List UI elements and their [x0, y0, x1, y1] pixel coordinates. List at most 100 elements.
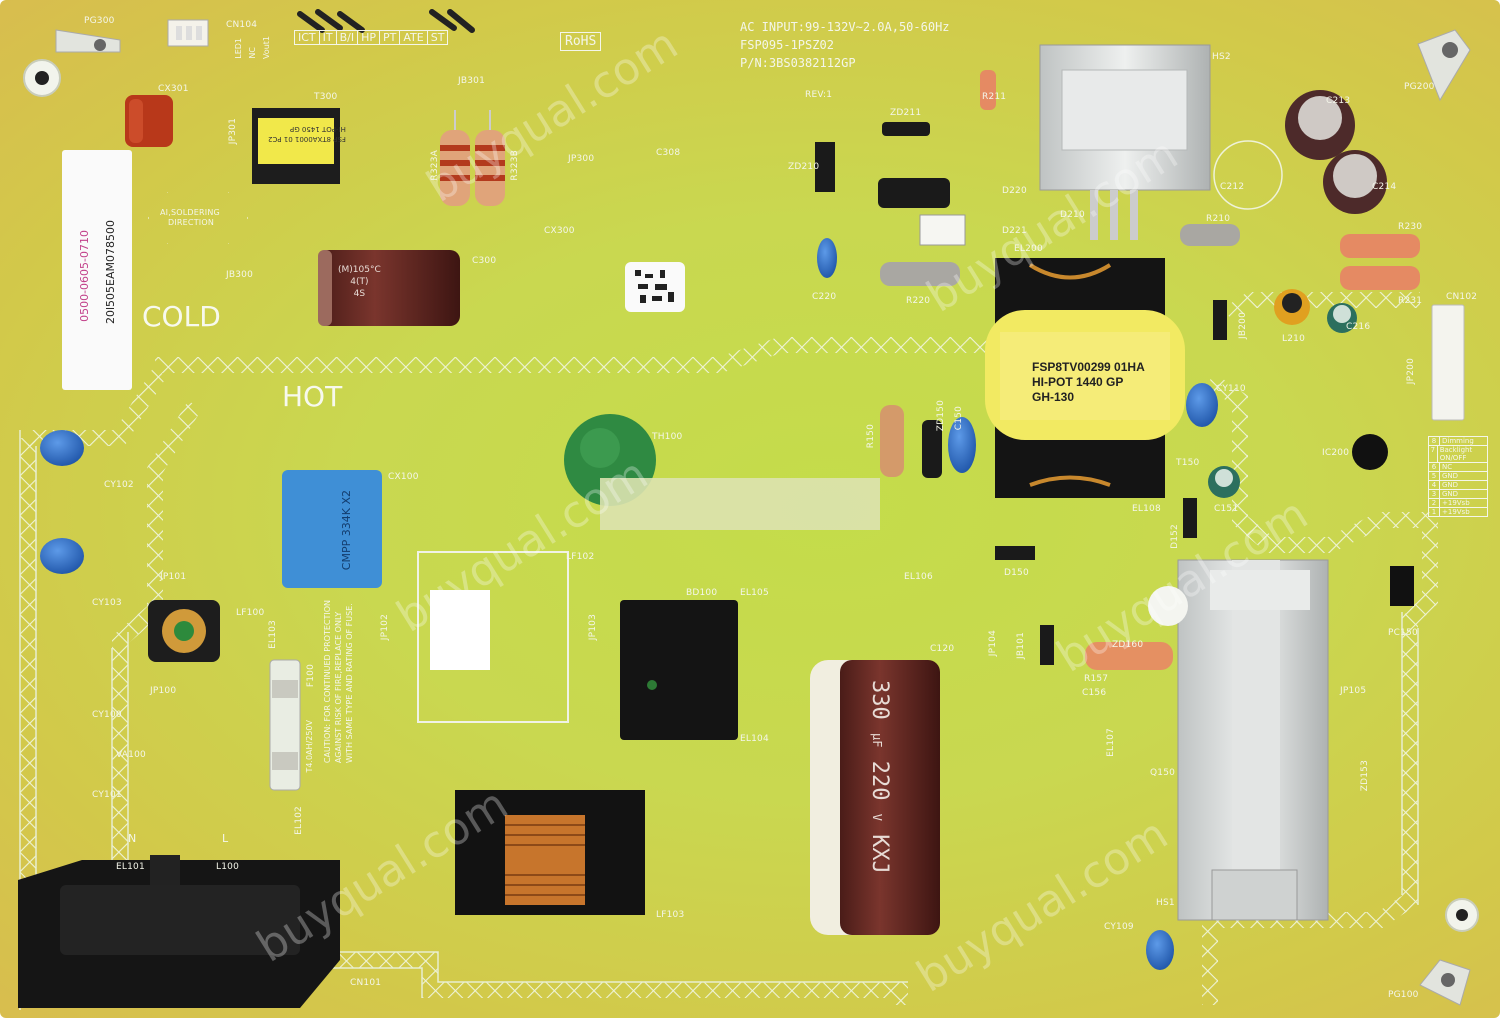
cn104-pin-1: Vout1	[262, 36, 272, 60]
lf102-outline	[417, 551, 569, 723]
pc150-optocoupler	[1390, 566, 1414, 606]
t300-label: FSP 8TXA0001 01 PC2 HI-POT 1450 GP	[268, 124, 346, 144]
c300-line-2: 4(T)	[350, 277, 369, 287]
r230-r231-resistors	[880, 70, 1420, 290]
tp-it: IT	[320, 31, 337, 44]
revision-label: REV:1	[805, 90, 833, 100]
mounting-holes	[23, 29, 1479, 1006]
refdes-zd160: ZD160	[1112, 640, 1144, 650]
part-number: P/N:3BS0382112GP	[740, 56, 856, 70]
fuse-rating: T4.0AH/250V	[305, 720, 314, 773]
t300-transformer	[252, 108, 340, 184]
refdes-bd100: BD100	[686, 588, 718, 598]
transformer-line-2: HI-POT 1440 GP	[1032, 375, 1124, 389]
refdes-c220: C220	[812, 292, 837, 302]
r323-resistors	[440, 110, 505, 206]
refdes-c212: C212	[1220, 182, 1245, 192]
refdes-cy102: CY102	[104, 480, 134, 490]
refdes-jp300: JP300	[568, 154, 595, 164]
c300-line-1: (M)105°C	[338, 265, 381, 275]
t300-line-1: FSP 8TXA0001 01 PC2	[268, 135, 346, 143]
lf100-inductor	[148, 600, 220, 662]
rohs-mark: RoHS	[560, 32, 602, 51]
diodes	[815, 122, 1227, 665]
refdes-hs1: HS1	[1156, 898, 1175, 908]
cn102-row-2: 2+19Vsb	[1429, 499, 1487, 508]
transformer-line-3: GH-130	[1032, 390, 1075, 404]
refdes-c216: C216	[1346, 322, 1371, 332]
refdes-el108: EL108	[1132, 504, 1161, 514]
r150-resistor	[880, 405, 904, 477]
tp-st: ST	[430, 31, 445, 44]
refdes-cy101: CY101	[92, 790, 122, 800]
refdes-t300: T300	[314, 92, 338, 102]
refdes-cn102: CN102	[1446, 292, 1478, 302]
ic200-chip	[1352, 434, 1388, 470]
cn104-pin-3: LED1	[234, 38, 243, 60]
tp-ate: ATE	[400, 31, 428, 44]
refdes-l210: L210	[1282, 334, 1305, 344]
f100-fuse	[269, 659, 301, 791]
sticker-code-2: 20l505EAM078500	[104, 220, 117, 325]
ac-input-spec: AC INPUT:99-132V∼2.0A,50-60Hz	[740, 20, 950, 34]
c120-volt-unit: V	[870, 813, 884, 821]
refdes-l100: L100	[216, 862, 239, 872]
refdes-va100: VA100	[116, 750, 146, 760]
refdes-el105: EL105	[740, 588, 769, 598]
refdes-jp103: JP103	[588, 614, 598, 641]
refdes-cy103: CY103	[92, 598, 122, 608]
refdes-jp301: JP301	[228, 118, 238, 145]
refdes-el101: EL101	[116, 862, 145, 872]
refdes-t150: T150	[1176, 458, 1200, 468]
refdes-q150: Q150	[1150, 768, 1176, 778]
c300-label: (M)105°C 4(T) 4S	[338, 264, 381, 300]
refdes-pg200: PG200	[1404, 82, 1435, 92]
refdes-cx100: CX100	[388, 472, 419, 482]
refdes-zd210: ZD210	[788, 162, 820, 172]
refdes-cy109: CY109	[1104, 922, 1134, 932]
y-capacitors	[40, 238, 1218, 970]
refdes-r231: R231	[1398, 296, 1423, 306]
model-number: FSP095-1PSZ02	[740, 38, 834, 52]
refdes-el104: EL104	[740, 734, 769, 744]
r157-resistor	[1085, 642, 1173, 670]
refdes-c300: C300	[472, 256, 497, 266]
refdes-cx301: CX301	[158, 84, 189, 94]
neutral-label: N	[128, 832, 137, 845]
refdes-d221: D221	[1002, 226, 1027, 236]
refdes-pg100: PG100	[1388, 990, 1419, 1000]
refdes-jb101: JB101	[1016, 632, 1026, 660]
main-transformer	[985, 258, 1185, 498]
c120-capacitance: 330	[867, 680, 892, 720]
refdes-jp104: JP104	[988, 630, 998, 657]
top-right-capacitors	[1213, 90, 1387, 333]
refdes-c156: C156	[1082, 688, 1107, 698]
caution-line-1: CAUTION: FOR CONTINUED PROTECTION	[323, 600, 332, 764]
refdes-el107: EL107	[1106, 728, 1116, 757]
c120-unit: µF	[870, 733, 884, 748]
cn102-connector	[1431, 304, 1465, 421]
refdes-d220: D220	[1002, 186, 1027, 196]
refdes-d152: D152	[1170, 524, 1180, 549]
caution-block: CAUTION: FOR CONTINUED PROTECTION AGAINS…	[322, 600, 355, 763]
caution-line-3: WITH SAME TYPE AND RATING OF FUSE.	[345, 603, 354, 764]
cn104-pin-table: LED1 NC Vout1	[234, 36, 271, 63]
tp-bi: B/I	[337, 31, 359, 44]
barcode-sticker: 0500-0605-0710 20l505EAM078500	[62, 150, 132, 390]
refdes-r150: R150	[866, 424, 876, 449]
lf103-coil	[455, 790, 645, 915]
refdes-cx300: CX300	[544, 226, 575, 236]
refdes-el106: EL106	[904, 572, 933, 582]
refdes-lf100: LF100	[236, 608, 265, 618]
refdes-th100: TH100	[652, 432, 683, 442]
refdes-c150: C150	[954, 406, 964, 431]
top-jumpers	[297, 9, 475, 33]
refdes-hs2: HS2	[1212, 52, 1231, 62]
